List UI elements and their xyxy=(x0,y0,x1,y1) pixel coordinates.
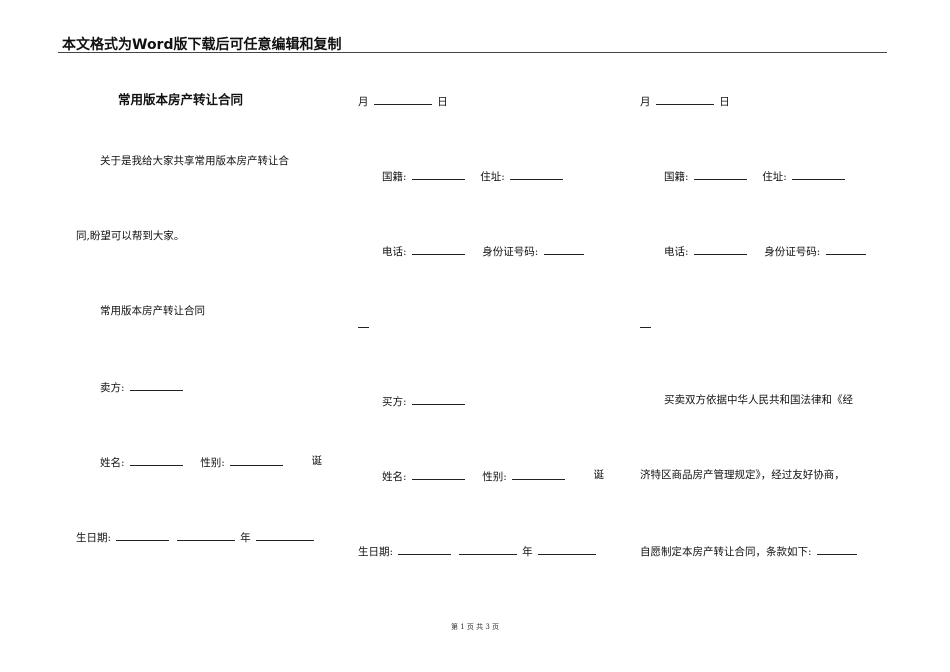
seller-field[interactable] xyxy=(129,379,183,391)
seller-year-field[interactable] xyxy=(255,529,314,541)
nationality-field[interactable] xyxy=(693,168,747,180)
buyer-phone-row: 电话: 身份证号码: xyxy=(664,243,868,259)
month-label: 月 xyxy=(640,96,651,108)
seller-month-day-row: 月 日 xyxy=(358,93,448,109)
seller-row: 卖方: xyxy=(100,379,185,395)
month-label: 月 xyxy=(358,96,369,108)
buyer-month-day-row: 月 日 xyxy=(640,93,730,109)
seller-label: 卖方: xyxy=(100,382,125,394)
agreement-terms-field[interactable] xyxy=(816,543,857,555)
buyer-nationality-row: 国籍: 住址: xyxy=(664,168,847,184)
buyer-birth-row: 生日期: 年 xyxy=(358,543,598,559)
agreement-para-line-1: 买卖双方依据中华人民共和国法律和《经 xyxy=(664,394,853,406)
seller-birth-start: 诞 xyxy=(311,455,323,467)
seller-birth-label: 生日期: xyxy=(76,532,112,544)
buyer-year-label: 年 xyxy=(522,546,533,558)
buyer-birth-field-2[interactable] xyxy=(458,543,517,555)
seller-phone-row: 电话: 身份证号码: xyxy=(382,243,586,259)
agreement-para-line-2: 济特区商品房产管理规定》，经过友好协商， xyxy=(640,469,845,481)
page-number: 第 1 页 共 3 页 xyxy=(450,623,500,631)
buyer-birth-label: 生日期: xyxy=(358,546,394,558)
address-label: 住址: xyxy=(480,171,505,183)
seller-name-row: 姓名: 性别: 诞 xyxy=(100,454,322,470)
buyer-birth-start: 诞 xyxy=(593,469,605,481)
page-column-1: 常用版本房产转让合同 关于是我给大家共享常用版本房产转让合 同,盼望可以帮到大家… xyxy=(76,0,336,672)
continuation-dash xyxy=(358,319,369,328)
address-field[interactable] xyxy=(792,168,846,180)
buyer-gender-label: 性别: xyxy=(482,471,507,483)
buyer-birth-field-1[interactable] xyxy=(398,543,452,555)
seller-gender-field[interactable] xyxy=(230,454,284,466)
buyer-gender-field[interactable] xyxy=(512,468,566,480)
contract-subtitle: 常用版本房产转让合同 xyxy=(100,305,205,317)
document-header-title: 本文格式为Word版下载后可任意编辑和复制 xyxy=(62,37,342,53)
buyer-label: 买方: xyxy=(382,396,407,408)
contract-title: 常用版本房产转让合同 xyxy=(118,92,244,107)
day-label: 日 xyxy=(719,96,730,108)
continuation-line xyxy=(640,318,651,332)
page-column-2: 月 日 国籍: 住址: 电话: 身份证号码: 买方: 姓名: 性别: 诞 生日期… xyxy=(358,0,618,672)
id-number-field[interactable] xyxy=(543,243,584,255)
seller-name-label: 姓名: xyxy=(100,457,125,469)
buyer-year-field[interactable] xyxy=(537,543,596,555)
seller-gender-label: 性别: xyxy=(200,457,225,469)
continuation-dash xyxy=(640,319,651,328)
seller-birth-field-2[interactable] xyxy=(176,529,235,541)
nationality-label: 国籍: xyxy=(382,171,407,183)
buyer-name-label: 姓名: xyxy=(382,471,407,483)
address-label: 住址: xyxy=(762,171,787,183)
month-field[interactable] xyxy=(373,93,432,105)
page-column-3: 月 日 国籍: 住址: 电话: 身份证号码: 买卖双方依据中华人民共和国法律和《… xyxy=(640,0,900,672)
agreement-para-text: 自愿制定本房产转让合同，条款如下: xyxy=(640,546,812,558)
buyer-field[interactable] xyxy=(411,393,465,405)
intro-line-1: 关于是我给大家共享常用版本房产转让合 xyxy=(100,155,289,167)
day-label: 日 xyxy=(437,96,448,108)
phone-label: 电话: xyxy=(664,246,689,258)
seller-name-field[interactable] xyxy=(129,454,183,466)
id-number-field[interactable] xyxy=(825,243,866,255)
id-number-label: 身份证号码: xyxy=(764,246,821,258)
buyer-row: 买方: xyxy=(382,393,467,409)
id-number-label: 身份证号码: xyxy=(482,246,539,258)
buyer-name-field[interactable] xyxy=(411,468,465,480)
continuation-line xyxy=(358,318,369,332)
phone-field[interactable] xyxy=(411,243,465,255)
address-field[interactable] xyxy=(510,168,564,180)
seller-birth-field-1[interactable] xyxy=(116,529,170,541)
phone-label: 电话: xyxy=(382,246,407,258)
header-divider xyxy=(58,52,887,53)
phone-field[interactable] xyxy=(693,243,747,255)
seller-birth-row: 生日期: 年 xyxy=(76,529,316,545)
seller-year-label: 年 xyxy=(240,532,251,544)
intro-line-2: 同,盼望可以帮到大家。 xyxy=(76,230,185,242)
month-field[interactable] xyxy=(655,93,714,105)
nationality-label: 国籍: xyxy=(664,171,689,183)
nationality-field[interactable] xyxy=(411,168,465,180)
seller-nationality-row: 国籍: 住址: xyxy=(382,168,565,184)
buyer-name-row: 姓名: 性别: 诞 xyxy=(382,468,604,484)
agreement-para-line-3: 自愿制定本房产转让合同，条款如下: xyxy=(640,543,859,559)
